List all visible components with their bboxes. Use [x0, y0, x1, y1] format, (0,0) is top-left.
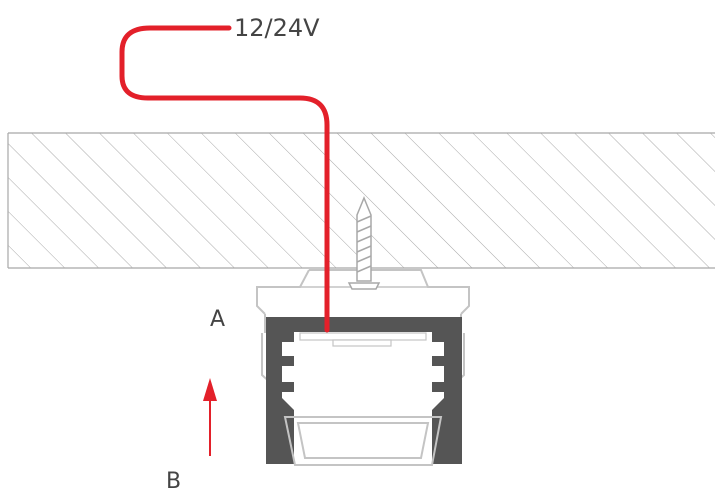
part-a-label: A [210, 307, 225, 332]
power-cable [119, 25, 330, 333]
insertion-arrow-icon [203, 378, 217, 456]
led-strip [299, 332, 427, 347]
voltage-label: 12/24V [234, 14, 320, 42]
screw [347, 196, 381, 290]
aluminium-profile [266, 317, 462, 464]
part-b-label: B [166, 469, 181, 493]
diffuser-cover [283, 416, 443, 466]
